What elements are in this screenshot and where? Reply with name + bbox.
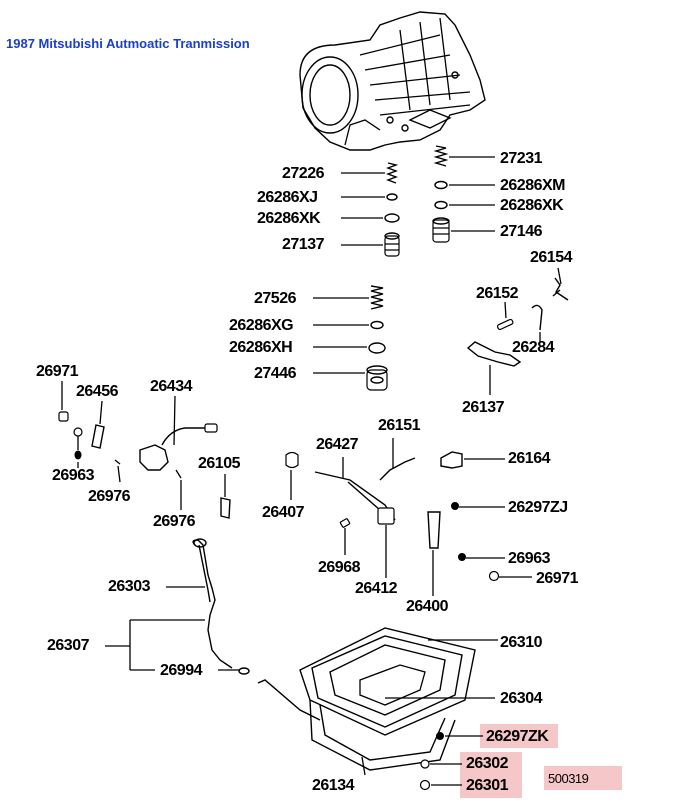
label-26976-a: 26976: [88, 488, 131, 505]
sensor-26434: [139, 444, 169, 471]
oil-pan-26134: [257, 627, 476, 771]
label-26963-left: 26963: [52, 467, 95, 484]
label-26286XM: 26286XM: [500, 177, 566, 194]
lever-26137: [466, 341, 522, 367]
clip-26154: [552, 277, 569, 301]
detent-26400: [427, 511, 441, 549]
bracket-26164: [440, 451, 463, 469]
label-27446: 27446: [254, 365, 297, 382]
valve-27137: [384, 232, 400, 257]
label-26286XK-right: 26286XK: [500, 197, 564, 214]
label-26407: 26407: [262, 504, 305, 521]
label-26976-b: 26976: [153, 513, 196, 530]
label-26286XJ: 26286XJ: [257, 189, 318, 206]
label-26302: 26302: [466, 755, 509, 772]
label-27231: 27231: [500, 150, 543, 167]
valve-spring-27226: [386, 162, 399, 184]
highlight-26297ZK: [480, 724, 558, 748]
label-26994: 26994: [160, 662, 203, 679]
label-26434: 26434: [150, 378, 193, 395]
label-26297ZJ: 26297ZJ: [508, 499, 568, 516]
label-26284: 26284: [512, 339, 555, 356]
label-27526: 27526: [254, 290, 297, 307]
valve-27446: [366, 365, 388, 391]
valve-spring-27526: [370, 285, 384, 310]
label-26154: 26154: [530, 249, 573, 266]
label-26297ZK: 26297ZK: [486, 728, 549, 745]
label-26286XK-left: 26286XK: [257, 210, 321, 227]
label-26303: 26303: [108, 578, 151, 595]
diagram-title: 1987 Mitsubishi Autmoatic Tranmission: [6, 36, 250, 51]
label-27137: 27137: [282, 236, 325, 253]
label-26301: 26301: [466, 777, 509, 794]
shift-rod-26427: [314, 457, 416, 525]
label-26310: 26310: [500, 634, 543, 651]
label-26151: 26151: [378, 417, 421, 434]
label-26307: 26307: [47, 637, 90, 654]
label-26286XG: 26286XG: [229, 317, 294, 334]
valve-27146: [432, 217, 450, 243]
label-26286XH: 26286XH: [229, 339, 293, 356]
highlight-26301: [460, 774, 522, 798]
fill-tube-26303: [192, 538, 233, 669]
label-26971-left: 26971: [36, 363, 79, 380]
leader-lines: [61, 156, 562, 786]
bracket-26105: [220, 497, 231, 519]
label-26456: 26456: [76, 383, 119, 400]
label-27146: 27146: [500, 223, 543, 240]
label-26164: 26164: [508, 450, 551, 467]
label-26412: 26412: [355, 580, 398, 597]
label-26137: 26137: [462, 399, 505, 416]
label-26427: 26427: [316, 436, 359, 453]
label-26971-right: 26971: [536, 570, 579, 587]
label-26400: 26400: [406, 598, 449, 615]
highlight-diagram-id: [544, 766, 622, 790]
bracket-26456: [91, 424, 105, 449]
diagram-id: 500319: [548, 771, 589, 786]
label-26152: 26152: [476, 285, 519, 302]
label-27226: 27226: [282, 165, 325, 182]
label-26105: 26105: [198, 455, 241, 472]
label-26963-right: 26963: [508, 550, 551, 567]
label-26134: 26134: [312, 777, 355, 794]
label-26968: 26968: [318, 559, 361, 576]
valve-spring-27231: [433, 145, 449, 167]
highlight-26302: [460, 752, 522, 776]
label-26304: 26304: [500, 690, 543, 707]
transmission-case-drawing: [299, 11, 486, 151]
